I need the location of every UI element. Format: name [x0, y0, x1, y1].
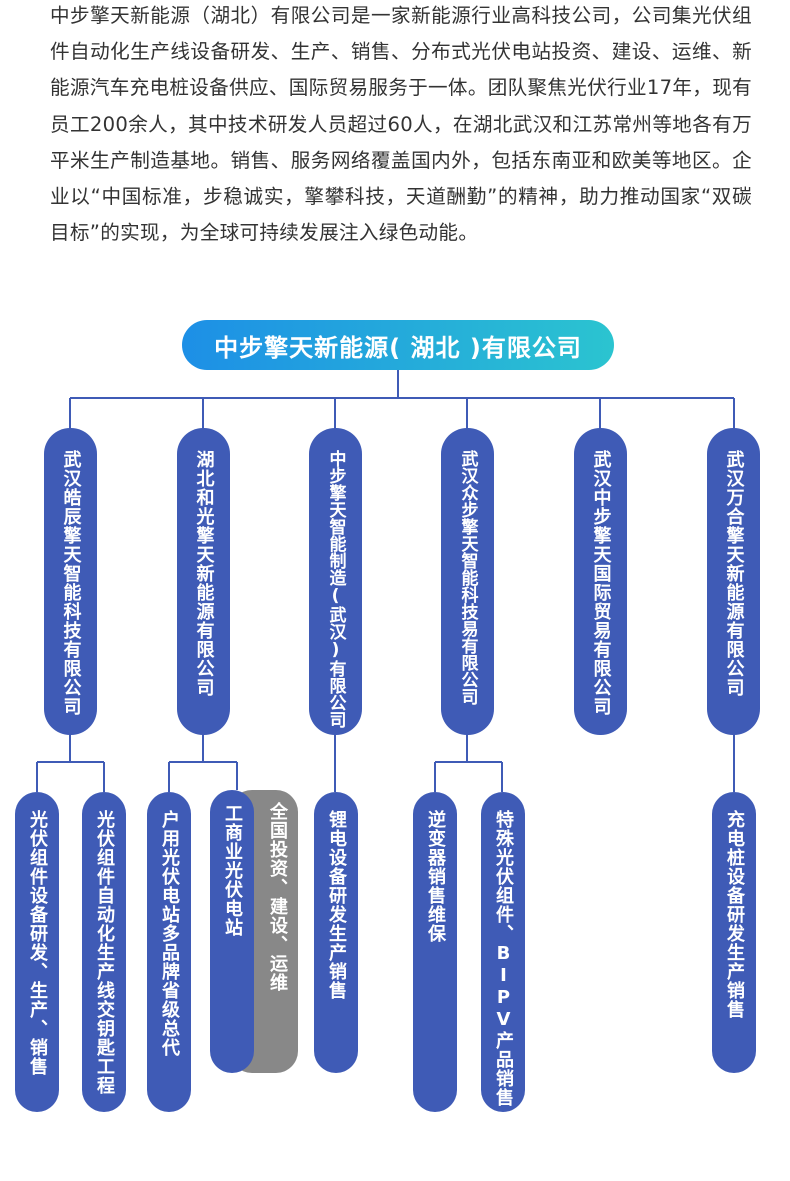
- business-label: 锂电设备研发生产销售: [326, 810, 347, 1000]
- subsidiary-node: 中步擎天智能制造(武汉)有限公司: [309, 428, 362, 735]
- business-label: 户用光伏电站多品牌省级总代: [159, 810, 180, 1057]
- subsidiary-label: 中步擎天智能制造(武汉)有限公司: [325, 450, 346, 728]
- business-node: 工商业光伏电站: [210, 790, 254, 1073]
- business-label: 全国投资、建设、运维: [267, 802, 288, 992]
- subsidiary-node: 武汉皓辰擎天智能科技有限公司: [44, 428, 97, 735]
- org-root-label: 中步擎天新能源( 湖北 )有限公司: [214, 333, 582, 362]
- business-label: 逆变器销售维保: [425, 810, 446, 943]
- business-label: 光伏组件自动化生产线交钥匙工程: [94, 810, 115, 1095]
- business-node: 光伏组件自动化生产线交钥匙工程: [82, 792, 126, 1112]
- subsidiary-node: 湖北和光擎天新能源有限公司: [177, 428, 230, 735]
- org-root-company: 中步擎天新能源( 湖北 )有限公司: [182, 320, 614, 370]
- company-intro-paragraph: 中步擎天新能源（湖北）有限公司是一家新能源行业高科技公司，公司集光伏组件自动化生…: [50, 4, 752, 245]
- business-label: 特殊光伏组件、BIPV产品销售: [493, 810, 514, 1107]
- business-label: 工商业光伏电站: [222, 804, 243, 937]
- business-node: 逆变器销售维保: [413, 792, 457, 1112]
- subsidiary-label: 武汉皓辰擎天智能科技有限公司: [60, 450, 82, 716]
- subsidiary-node: 武汉万合擎天新能源有限公司: [707, 428, 760, 735]
- business-node: 充电桩设备研发生产销售: [712, 792, 756, 1073]
- business-label: 光伏组件设备研发、生产、销售: [27, 810, 48, 1076]
- business-node: 户用光伏电站多品牌省级总代: [147, 792, 191, 1112]
- business-node: 特殊光伏组件、BIPV产品销售: [481, 792, 525, 1112]
- subsidiary-node: 武汉中步擎天国际贸易有限公司: [574, 428, 627, 735]
- subsidiary-node: 武汉众步擎天智能科技易有限公司: [441, 428, 494, 735]
- subsidiary-label: 湖北和光擎天新能源有限公司: [193, 450, 215, 697]
- business-label: 充电桩设备研发生产销售: [724, 810, 745, 1019]
- subsidiary-label: 武汉中步擎天国际贸易有限公司: [590, 450, 612, 716]
- subsidiary-label: 武汉万合擎天新能源有限公司: [723, 450, 745, 697]
- business-node: 光伏组件设备研发、生产、销售: [15, 792, 59, 1112]
- business-node: 锂电设备研发生产销售: [314, 792, 358, 1073]
- subsidiary-label: 武汉众步擎天智能科技易有限公司: [457, 450, 478, 705]
